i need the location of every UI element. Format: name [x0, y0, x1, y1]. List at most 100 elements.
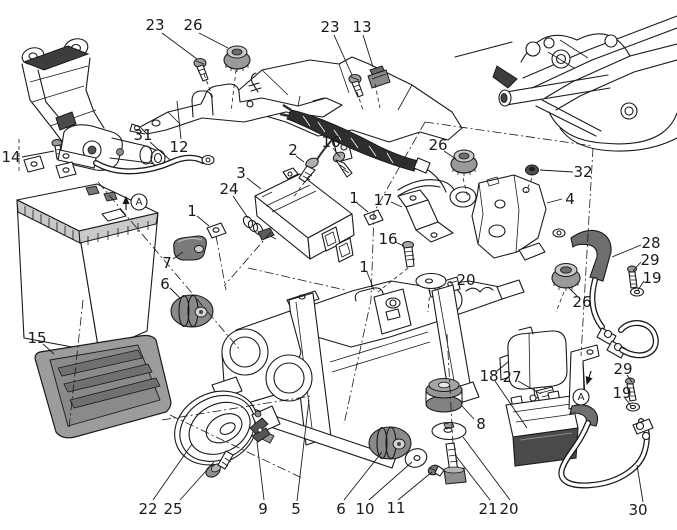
callout-28: 28 — [641, 234, 660, 252]
callout-21: 21 — [478, 500, 497, 518]
top-bracket — [129, 83, 343, 135]
circled-label — [572, 388, 590, 406]
leader-line — [494, 380, 528, 429]
callout-17: 17 — [373, 191, 392, 209]
callout-29: 29 — [640, 251, 659, 269]
leader-line — [626, 374, 633, 383]
leader-line — [362, 34, 374, 68]
leader-line — [390, 201, 403, 208]
callout-19: 19 — [642, 269, 661, 287]
circled-label-text: A — [578, 392, 585, 403]
screw-23-left — [193, 58, 209, 82]
callout-1: 1 — [359, 258, 369, 276]
callout-4: 4 — [565, 190, 575, 208]
leader-line — [624, 397, 632, 407]
leader-line — [567, 286, 578, 297]
callout-3: 3 — [236, 164, 246, 182]
reference-arrow — [585, 370, 593, 386]
callout-7: 7 — [162, 254, 172, 272]
grommet-6-upper — [170, 294, 214, 328]
centerline — [68, 299, 84, 429]
screw-23-right — [348, 74, 364, 98]
leader-line — [152, 443, 193, 501]
centerline — [223, 231, 272, 287]
callout-25: 25 — [163, 500, 182, 518]
callout-11: 11 — [386, 499, 405, 517]
screw-16-lower — [402, 241, 416, 268]
grommet-6-lower — [368, 426, 412, 460]
washer-19-lower — [625, 402, 641, 412]
callout-9: 9 — [258, 500, 268, 518]
callout-30: 30 — [628, 501, 647, 519]
leader-line — [462, 436, 511, 501]
axis-dash — [292, 175, 310, 199]
leader-line — [333, 34, 353, 76]
washer-19-upper — [629, 287, 645, 297]
leader-line — [169, 287, 181, 299]
callout-2: 2 — [288, 141, 298, 159]
callout-26: 26 — [183, 16, 202, 34]
callout-6: 6 — [160, 275, 170, 293]
leader-line — [42, 343, 55, 355]
washer-20-upper — [415, 272, 447, 290]
bolt-25 — [205, 450, 234, 478]
bolt-21 — [443, 442, 467, 485]
starter-solenoid — [505, 390, 579, 467]
battery-strap — [23, 139, 97, 179]
leader-line — [296, 399, 310, 502]
leader-line — [246, 177, 262, 190]
leader-line — [196, 215, 210, 227]
leader-line — [366, 271, 375, 291]
callout-1: 1 — [349, 189, 359, 207]
grommet-8 — [425, 378, 463, 413]
rubber-block-7 — [173, 235, 207, 261]
frame-reference — [454, 15, 677, 152]
leader-line — [632, 261, 642, 272]
grommet-26-middle — [450, 149, 478, 176]
battery — [16, 183, 159, 353]
centerline — [215, 235, 227, 291]
callout-16: 16 — [378, 230, 397, 248]
centerline — [446, 333, 454, 445]
nut-32 — [525, 164, 539, 176]
battery-cable-28 — [552, 228, 659, 359]
leader-line — [455, 455, 491, 501]
callout-12: 12 — [169, 138, 188, 156]
rubber-pad-1a — [206, 222, 227, 239]
axis-dash — [427, 289, 431, 313]
callout-29: 29 — [613, 360, 632, 378]
washer-10 — [404, 448, 428, 468]
callout-24: 24 — [219, 180, 238, 198]
screw-16-upper — [332, 151, 353, 178]
leader-line — [149, 141, 171, 161]
leader-line — [443, 150, 457, 160]
centerline — [161, 395, 312, 421]
grommet-26-top — [223, 45, 251, 72]
screw-29-upper — [627, 265, 638, 289]
axis-dash — [203, 73, 214, 99]
leader-line — [546, 198, 563, 204]
circled-label-text: A — [136, 197, 143, 208]
leader-line — [517, 380, 542, 395]
callout-20: 20 — [499, 500, 518, 518]
callout-18: 18 — [479, 367, 498, 385]
callout-23: 23 — [145, 16, 164, 34]
horn-clamp-9 — [249, 410, 271, 443]
centerline — [580, 147, 594, 357]
leader-line — [611, 244, 642, 258]
leader-line — [179, 461, 215, 501]
washer-20-lower — [431, 421, 467, 441]
leader-line — [21, 150, 55, 158]
leader-line — [461, 405, 475, 420]
leader-line — [637, 280, 645, 291]
callout-1: 1 — [187, 202, 197, 220]
axis-dash — [230, 69, 237, 113]
callout-27: 27 — [502, 368, 521, 386]
callout-14: 14 — [1, 148, 20, 166]
ground-cable-31 — [93, 154, 215, 175]
centerline — [169, 414, 303, 479]
callout-32: 32 — [573, 163, 592, 181]
callout-20: 20 — [456, 271, 475, 289]
